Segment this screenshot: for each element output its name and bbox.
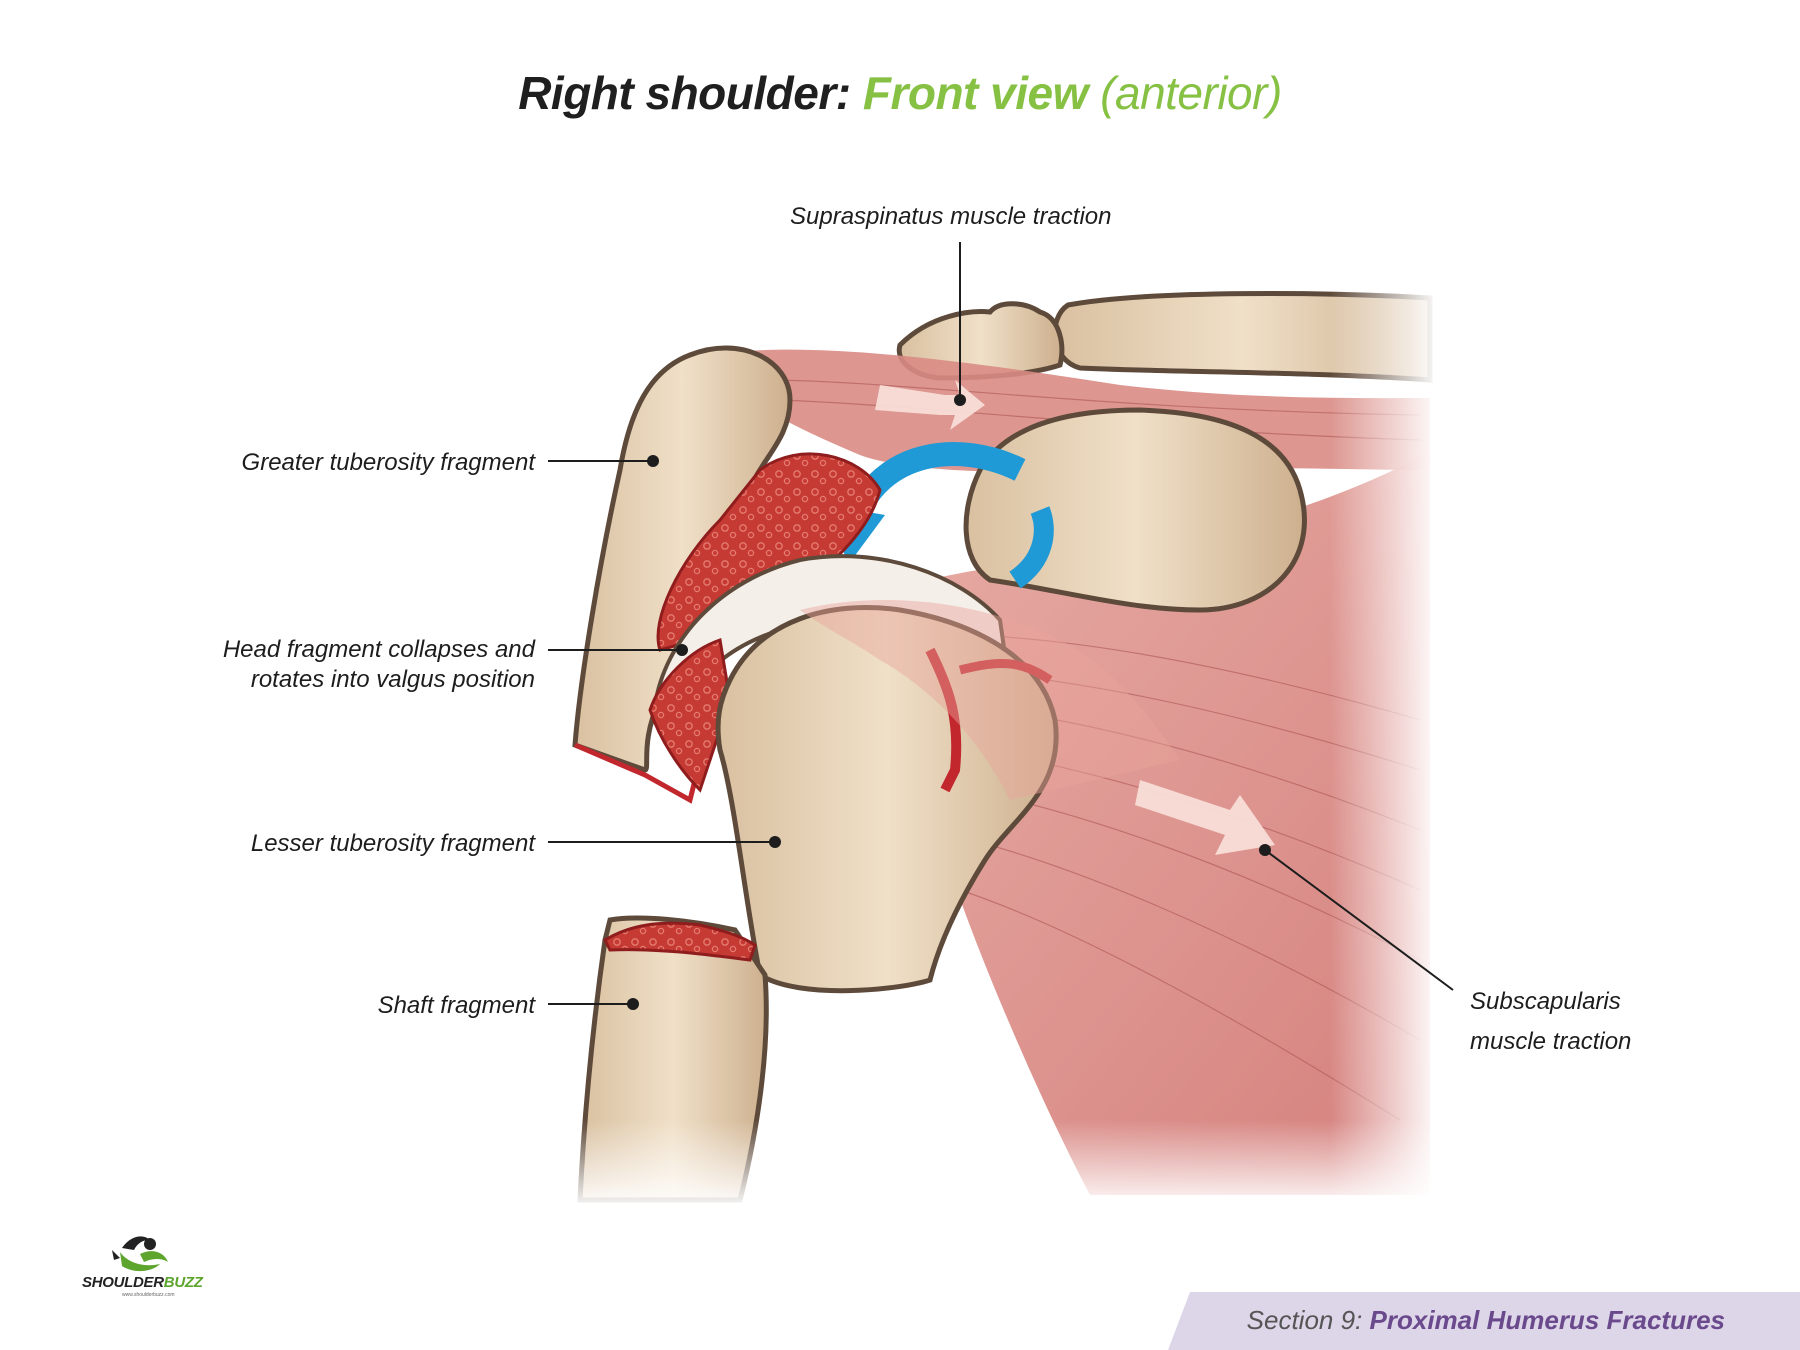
leader-dots (627, 394, 1271, 1010)
label-lesser-tuberosity: Lesser tuberosity fragment (250, 830, 535, 857)
head-split-fracture-right (958, 658, 1053, 684)
label-head-fragment: Head fragment collapses and rotates into… (223, 635, 535, 695)
footer-section-title: Section 9: Proximal Humerus Fractures (1247, 1305, 1725, 1336)
shaft-fracture-surface (603, 921, 757, 962)
dot-head-fragment (676, 644, 688, 656)
label-subscapularis: Subscapularis muscle traction (1470, 982, 1631, 1062)
label-head-fragment-line2: rotates into valgus position (250, 666, 535, 693)
dot-subscapularis (1259, 844, 1271, 856)
leader-lines (548, 242, 1454, 1005)
title-part-anterior: (anterior) (1100, 67, 1282, 119)
logo-url: www.shoulderbuzz.com (122, 1292, 175, 1298)
head-fragment-red-underside (648, 638, 732, 793)
title-part-front-view: Front view (862, 67, 1089, 119)
title-separator: : (835, 67, 851, 119)
glenoid (963, 407, 1307, 613)
supraspinatus-traction-arrow (875, 380, 985, 430)
page-title: Right shoulder: Front view (anterior) (0, 66, 1800, 120)
lesser-tuberosity-fragment (715, 605, 1059, 994)
dot-supraspinatus (954, 394, 966, 406)
bone-fade-bottom (560, 1120, 1460, 1210)
label-shaft: Shaft fragment (377, 992, 535, 1019)
subscapularis-traction-arrow (1135, 780, 1275, 855)
footer-section-topic: Proximal Humerus Fractures (1369, 1305, 1725, 1335)
shoulderbuzz-logo-icon (112, 1236, 168, 1272)
muscle-fade-right (1330, 280, 1440, 1210)
label-head-fragment-line1: Head fragment collapses and (222, 636, 535, 663)
leader-subscapularis (1264, 849, 1454, 991)
head-split-fracture (925, 647, 962, 793)
muscle-overlay (800, 600, 1180, 800)
logo-word-shoulder: SHOULDER (82, 1274, 164, 1291)
dot-lesser-tuberosity (769, 836, 781, 848)
rotation-arrow-tail (1009, 506, 1054, 589)
dot-shaft (627, 998, 639, 1010)
label-subscapularis-line1: Subscapularis (1470, 988, 1621, 1015)
logo-wordmark: SHOULDERBUZZ (82, 1274, 203, 1291)
label-greater-tuberosity: Greater tuberosity fragment (241, 449, 535, 476)
logo-word-buzz: BUZZ (163, 1274, 203, 1291)
label-supraspinatus: Supraspinatus muscle traction (790, 203, 1112, 230)
footer-section-number: Section 9: (1246, 1305, 1363, 1335)
head-fragment-cartilage (652, 554, 1008, 724)
label-subscapularis-line2: muscle traction (1470, 1028, 1632, 1055)
footer-band (1168, 1292, 1800, 1350)
title-part-right-shoulder: Right shoulder (518, 67, 836, 119)
dot-greater-tuberosity (647, 455, 659, 467)
